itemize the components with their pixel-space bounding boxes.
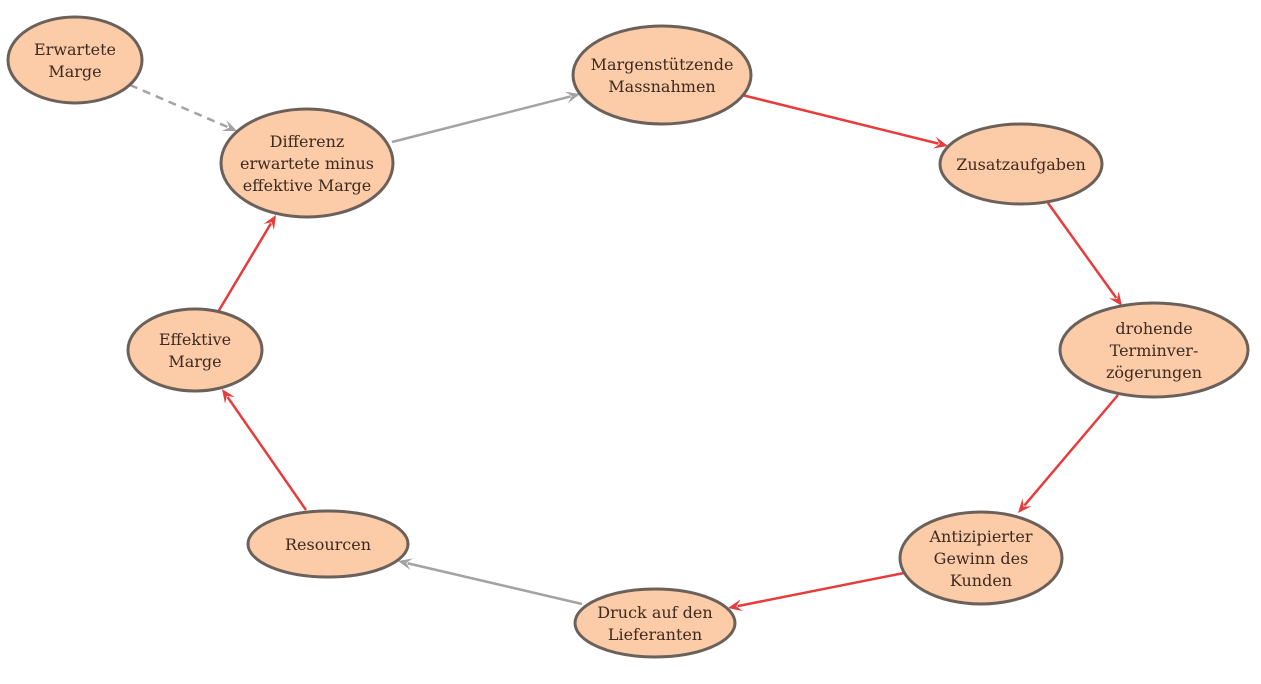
arrowhead-icon [222, 389, 235, 404]
edge-line [741, 93, 939, 145]
edge-zusatzaufgaben-to-terminverzoegerungen [1046, 202, 1122, 306]
arrowhead-icon [1018, 498, 1032, 513]
node-label: Zusatzaufgaben [956, 155, 1086, 174]
node-label: Erwartete [34, 40, 116, 59]
edge-line [129, 83, 229, 129]
edge-druck-to-resourcen [398, 558, 583, 606]
node-label: Lieferanten [608, 625, 702, 644]
node-differenz[interactable]: Differenz erwartete minus effektive Marge [219, 107, 395, 219]
arrowhead-icon [932, 136, 948, 149]
node-ellipse [573, 587, 737, 659]
node-label: Marge [168, 352, 221, 371]
arrowhead-icon [728, 599, 743, 612]
node-label: Effektive [159, 330, 231, 349]
node-label: Kunden [950, 571, 1012, 590]
node-label: drohende [1115, 319, 1192, 338]
node-label: zögerungen [1106, 363, 1202, 382]
node-zusatzaufgaben[interactable]: Zusatzaufgaben [938, 122, 1104, 206]
edge-terminverzoegerungen-to-antizipierter-gewinn [1018, 394, 1119, 513]
node-label: Margenstützende [591, 55, 734, 74]
node-ellipse [571, 24, 753, 126]
node-ellipse [938, 122, 1104, 206]
edge-antizipierter-gewinn-to-druck [728, 571, 905, 612]
edge-erwartete-marge-to-differenz [129, 83, 237, 131]
edge-effektive-marge-to-differenz [216, 215, 276, 313]
edge-resourcen-to-effektive-marge [222, 389, 308, 511]
edge-line [1046, 202, 1118, 299]
node-ellipse [898, 510, 1064, 606]
edge-line [737, 571, 905, 608]
node-ellipse [219, 107, 395, 219]
edge-line [391, 95, 571, 144]
node-label: Massnahmen [608, 77, 715, 96]
node-label: Antizipierter [929, 527, 1033, 546]
edge-margenstuetzende-to-zusatzaufgaben [741, 93, 948, 149]
arrowhead-icon [221, 119, 237, 131]
arrowhead-icon [1108, 291, 1122, 306]
arrowhead-icon [263, 215, 276, 231]
node-ellipse [6, 15, 144, 105]
node-ellipse [246, 509, 410, 579]
node-label: Resourcen [285, 535, 371, 554]
edge-line [407, 562, 583, 606]
edge-line [226, 396, 308, 511]
edge-line [216, 222, 273, 313]
node-resourcen[interactable]: Resourcen [246, 509, 410, 579]
edge-line [1023, 394, 1119, 507]
edge-differenz-to-margenstuetzende [391, 91, 580, 144]
node-ellipse [126, 307, 264, 393]
node-label: effektive Marge [243, 176, 371, 195]
node-ellipse [1058, 301, 1250, 399]
node-label: Gewinn des [934, 549, 1029, 568]
node-label: erwartete minus [240, 154, 374, 173]
node-label: Terminver- [1110, 341, 1199, 360]
arrowhead-icon [564, 91, 580, 104]
node-label: Marge [48, 62, 101, 81]
node-label: Differenz [270, 132, 345, 151]
arrowhead-icon [398, 558, 413, 571]
node-label: Druck auf den [597, 603, 712, 622]
